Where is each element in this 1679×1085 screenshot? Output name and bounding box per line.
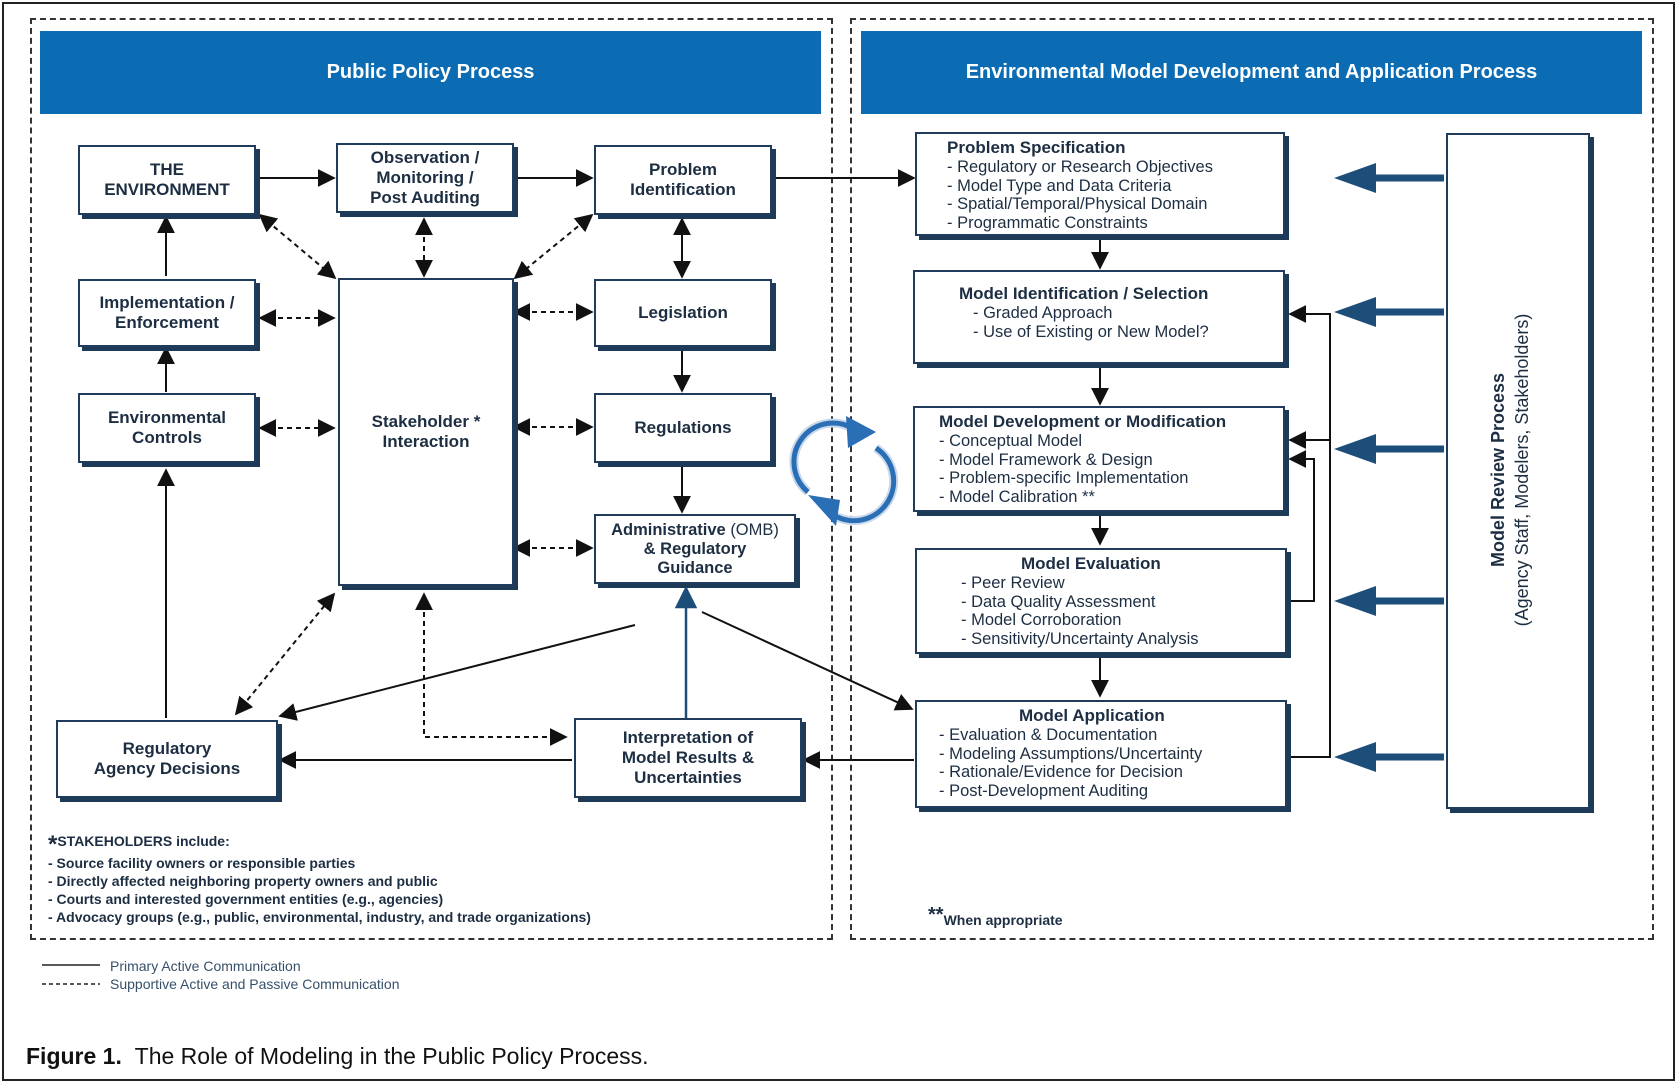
box-model-application: Model Application - Evaluation & Documen… bbox=[915, 700, 1287, 808]
model-development-header: Environmental Model Development and Appl… bbox=[861, 31, 1642, 114]
box-problem-identification: Problem Identification bbox=[594, 145, 772, 215]
arrow-admin-to-app bbox=[701, 611, 914, 711]
box-implementation: Implementation / Enforcement bbox=[78, 279, 256, 347]
cycle-icon bbox=[789, 416, 899, 526]
box-observation: Observation / Monitoring / Post Auditing bbox=[336, 143, 514, 213]
stakeholders-note: *STAKEHOLDERS include: - Source facility… bbox=[48, 831, 591, 926]
box-environmental-controls: Environmental Controls bbox=[78, 393, 256, 463]
box-model-identification: Model Identification / Selection - Grade… bbox=[913, 270, 1285, 364]
dashed-env-stakeholder bbox=[258, 213, 337, 280]
box-problem-specification: Problem Specification - Regulatory or Re… bbox=[915, 132, 1285, 236]
legend-dashed-label: Supportive Active and Passive Communicat… bbox=[110, 976, 400, 992]
box-stakeholder-interaction: Stakeholder * Interaction bbox=[338, 278, 514, 586]
legend-solid-label: Primary Active Communication bbox=[110, 958, 301, 974]
figure-caption: Figure 1. The Role of Modeling in the Pu… bbox=[26, 1043, 649, 1069]
public-policy-panel bbox=[30, 18, 833, 940]
box-interpretation: Interpretation of Model Results & Uncert… bbox=[574, 718, 802, 798]
model-development-panel bbox=[850, 18, 1654, 940]
public-policy-header: Public Policy Process bbox=[40, 31, 821, 114]
dashed-stakeholder-interp bbox=[415, 592, 568, 746]
review-process-label: Model Review Process (Agency Staff, Mode… bbox=[1488, 313, 1532, 627]
arrow-admin-to-decisions-a bbox=[278, 624, 636, 721]
box-the-environment: THE ENVIRONMENT bbox=[78, 145, 256, 215]
box-model-review-process bbox=[1446, 133, 1590, 809]
appropriate-note: **When appropriate bbox=[928, 904, 1063, 928]
box-legislation: Legislation bbox=[594, 279, 772, 347]
box-administrative-guidance: Administrative (OMB) & Regulatory Guidan… bbox=[594, 514, 796, 584]
box-model-evaluation: Model Evaluation - Peer Review - Data Qu… bbox=[915, 548, 1287, 654]
box-regulatory-agency-decisions: Regulatory Agency Decisions bbox=[56, 720, 278, 798]
dashed-problem-stakeholder bbox=[513, 213, 594, 280]
dashed-decisions-stakeholder bbox=[234, 592, 336, 716]
feedback-app-to-ident bbox=[1286, 305, 1331, 758]
box-regulations: Regulations bbox=[594, 393, 772, 463]
box-model-development: Model Development or Modification - Conc… bbox=[913, 406, 1285, 512]
feedback-eval-to-dev bbox=[1288, 450, 1315, 602]
